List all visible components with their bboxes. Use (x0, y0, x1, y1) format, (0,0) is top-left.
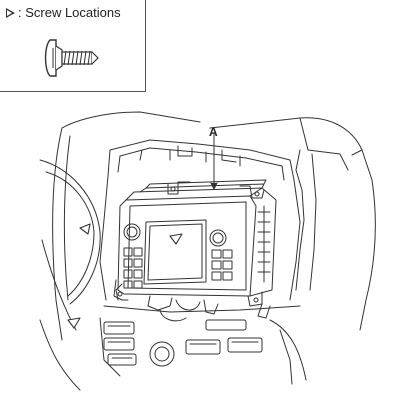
dashboard-left-edge (52, 127, 63, 341)
lower-panel-top (103, 305, 301, 313)
cluster-hood (39, 159, 101, 305)
bezel-left (99, 175, 109, 301)
callout-label-a: A (209, 125, 218, 139)
climate-dial (149, 341, 175, 367)
console-top-edge (209, 117, 373, 181)
console-right-panel (295, 149, 305, 291)
right-button (211, 249, 222, 259)
bezel-top (107, 139, 295, 181)
bracket-top-right-tab (239, 185, 265, 199)
legend-title: : Screw Locations (6, 5, 121, 21)
audio-unit-top (125, 187, 263, 201)
bracket-right-lower (247, 291, 263, 307)
bezel-right (289, 179, 301, 301)
screw-icon (44, 39, 99, 77)
left-button (123, 247, 133, 257)
audio-unit-screen (143, 219, 207, 285)
lower-switch (103, 321, 135, 335)
left-knob (123, 223, 141, 241)
screw-location-marker-2 (67, 317, 81, 329)
audio-unit-side (249, 187, 277, 297)
dashboard-top-edge (61, 111, 201, 129)
screw-location-marker-1 (79, 223, 91, 235)
wiring-harness (147, 295, 173, 311)
screw-legend-box: : Screw Locations (0, 0, 146, 92)
legend-title-text: : Screw Locations (18, 5, 121, 20)
screw-location-marker-3 (169, 233, 183, 245)
screw-location-marker-icon (6, 8, 15, 18)
right-knob (209, 229, 227, 247)
audio-unit-front-face (117, 195, 257, 297)
